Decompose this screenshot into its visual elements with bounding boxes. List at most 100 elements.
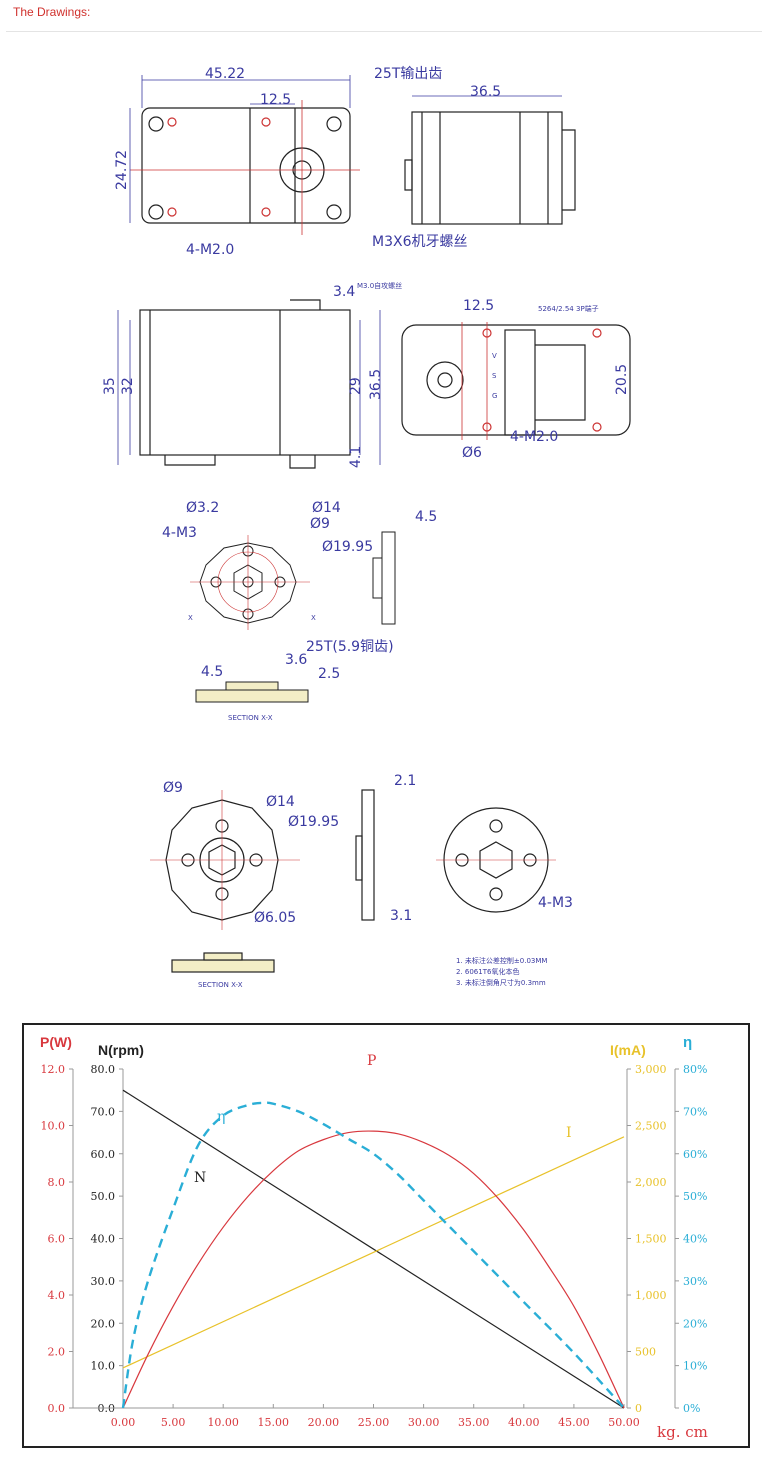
axis-tick-label-eta: 50% xyxy=(683,1190,707,1203)
note-holes-3: 4-M3 xyxy=(162,525,197,541)
axis-tick-label-i: 2,000 xyxy=(635,1176,667,1189)
note-gear: 25T(5.9铜齿) xyxy=(306,639,394,655)
note-screw-2: M3.0自攻螺丝 xyxy=(357,281,402,290)
series-line-p xyxy=(122,1130,625,1409)
dim-inner-2: 12.5 xyxy=(463,298,494,314)
axis-tick-label-n: 40.0 xyxy=(91,1233,116,1246)
axis-tick-label-eta: 30% xyxy=(683,1275,707,1288)
dim-d14: Ø14 xyxy=(312,500,341,516)
x-tick-label: 30.00 xyxy=(408,1416,440,1429)
axis-tick-label-p: 12.0 xyxy=(41,1063,66,1076)
section-title: The Drawings: xyxy=(13,5,91,19)
note-3: 3. 未标注倒角尺寸为0.3mm xyxy=(456,978,546,987)
dim-h1: 35 xyxy=(102,377,118,395)
dim-t1: 2.1 xyxy=(394,773,416,789)
note-holes-2: 4-M2.0 xyxy=(510,429,558,445)
axis-tick-label-n: 50.0 xyxy=(91,1190,116,1203)
x-tick-label: 35.00 xyxy=(458,1416,490,1429)
note-1: 1. 未标注公差控制±0.03MM xyxy=(456,956,547,965)
dim-d6-05: Ø6.05 xyxy=(254,910,296,926)
series-line-eta xyxy=(121,1101,625,1409)
section-label: SECTION X-X xyxy=(228,714,273,722)
series-label-i: I xyxy=(566,1125,572,1141)
axis-tick-label-i: 1,500 xyxy=(635,1233,667,1246)
axis-tick-label-eta: 20% xyxy=(683,1317,707,1330)
x-tick-label: 45.00 xyxy=(558,1416,590,1429)
drawing-horn-1 xyxy=(190,531,396,703)
drawing-top-view xyxy=(129,75,576,235)
x-tick-label: 20.00 xyxy=(308,1416,340,1429)
section-mark-left: X xyxy=(188,614,193,622)
dim-d14-2: Ø14 xyxy=(266,794,295,810)
note-2: 2. 6061T6氧化本色 xyxy=(456,967,519,976)
note-holes: 4-M2.0 xyxy=(186,242,234,258)
section-mark-right: X xyxy=(311,614,316,622)
series-line-i xyxy=(122,1136,625,1369)
axis-tick-label-eta: 60% xyxy=(683,1148,707,1161)
x-tick-label: 15.00 xyxy=(258,1416,290,1429)
axis-tick-label-i: 3,000 xyxy=(635,1063,667,1076)
axis-tick-label-eta: 10% xyxy=(683,1360,707,1373)
dim-width: 45.22 xyxy=(205,66,245,82)
x-tick-label: 10.00 xyxy=(207,1416,239,1429)
section-label-2: SECTION X-X xyxy=(198,981,243,989)
axis-tick-label-p: 4.0 xyxy=(48,1289,66,1302)
x-tick-label: 50.00 xyxy=(608,1416,640,1429)
pin-g: G xyxy=(492,392,497,400)
dim-top: 3.4 xyxy=(333,284,355,300)
dim-d19-95: Ø19.95 xyxy=(322,539,373,555)
dim-height: 24.72 xyxy=(114,150,130,190)
axis-tick-label-i: 500 xyxy=(635,1346,656,1359)
note-screw: M3X6机牙螺丝 xyxy=(372,234,467,250)
pin-v: V xyxy=(492,352,497,360)
axis-tick-label-n: 30.0 xyxy=(91,1275,116,1288)
series-label-n: N xyxy=(194,1170,206,1186)
axis-tick-label-p: 0.0 xyxy=(48,1402,66,1415)
axis-tick-label-n: 80.0 xyxy=(91,1063,116,1076)
dim-inner: 12.5 xyxy=(260,92,291,108)
axis-tick-label-p: 8.0 xyxy=(48,1176,66,1189)
axis-tick-label-p: 2.0 xyxy=(48,1346,66,1359)
axis-tick-label-eta: 40% xyxy=(683,1233,707,1246)
dim-h3: 29 xyxy=(348,377,364,395)
x-tick-label: 25.00 xyxy=(358,1416,390,1429)
axis-tick-label-eta: 0% xyxy=(683,1402,700,1415)
note-output-gear: 25T输出齿 xyxy=(374,66,442,82)
note-holes-4: 4-M3 xyxy=(538,895,573,911)
axis-tick-label-i: 2,500 xyxy=(635,1120,667,1133)
axis-tick-label-i: 1,000 xyxy=(635,1289,667,1302)
axis-tick-label-n: 20.0 xyxy=(91,1317,116,1330)
axis-label-p: P(W) xyxy=(40,1034,72,1050)
axis-tick-label-n: 10.0 xyxy=(91,1360,116,1373)
axis-tick-label-p: 6.0 xyxy=(48,1233,66,1246)
dim-h4: 36.5 xyxy=(368,369,384,400)
x-axis-label: kg. cm xyxy=(657,1423,708,1441)
x-tick-label: 40.00 xyxy=(508,1416,540,1429)
dim-side-width: 36.5 xyxy=(470,84,501,100)
dim-d3-2: Ø3.2 xyxy=(186,500,219,516)
axis-tick-label-i: 0 xyxy=(635,1402,642,1415)
series-label-p: P xyxy=(367,1053,376,1069)
x-tick-label: 5.00 xyxy=(161,1416,186,1429)
dim-s1: 4.5 xyxy=(201,664,223,680)
axis-label-n: N(rpm) xyxy=(98,1042,144,1058)
series-label-eta: η xyxy=(217,1109,225,1125)
x-tick-label: 0.00 xyxy=(111,1416,136,1429)
chart-svg: 0.02.04.06.08.010.012.00.010.020.030.040… xyxy=(40,1034,708,1441)
axis-tick-label-eta: 80% xyxy=(683,1063,707,1076)
axis-tick-label-n: 70.0 xyxy=(91,1105,116,1118)
series-line-n xyxy=(122,1089,625,1409)
dim-h2: 32 xyxy=(120,377,136,395)
dim-bottom: 4.1 xyxy=(348,446,364,468)
drawing-horn-2 xyxy=(150,789,556,973)
axis-label-i: I(mA) xyxy=(610,1042,646,1058)
note-connector: 5264/2.54 3P端子 xyxy=(538,304,599,313)
axis-tick-label-eta: 70% xyxy=(683,1105,707,1118)
divider xyxy=(6,31,762,32)
pin-s: S xyxy=(492,372,497,380)
axis-label-eta: η xyxy=(683,1034,692,1051)
dim-d19-95-2: Ø19.95 xyxy=(288,814,339,830)
dim-thick: 4.5 xyxy=(415,509,437,525)
dim-shaft: Ø6 xyxy=(462,445,482,461)
